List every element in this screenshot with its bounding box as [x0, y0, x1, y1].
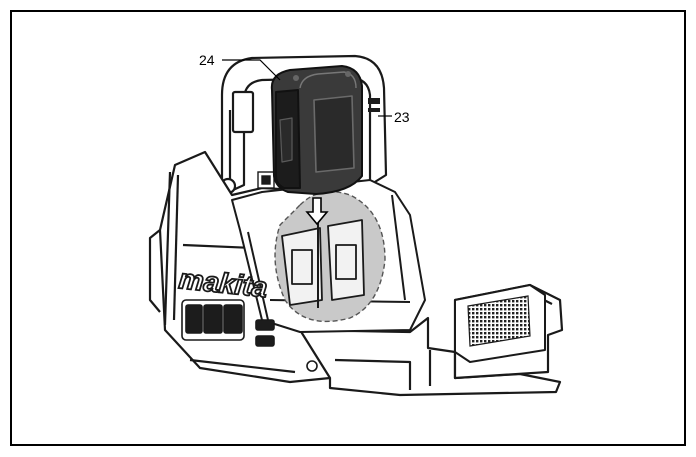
arrow-down-icon	[305, 197, 329, 226]
vent-grille	[467, 295, 531, 347]
battery-pack	[270, 65, 363, 195]
terminal-ports	[257, 171, 275, 189]
leader-lines	[222, 59, 392, 117]
callout-23: 23	[394, 109, 410, 125]
callout-24: 24	[199, 52, 215, 68]
battery-rating-mark	[368, 98, 380, 112]
control-panel	[181, 299, 318, 372]
battery-socket	[274, 191, 386, 323]
